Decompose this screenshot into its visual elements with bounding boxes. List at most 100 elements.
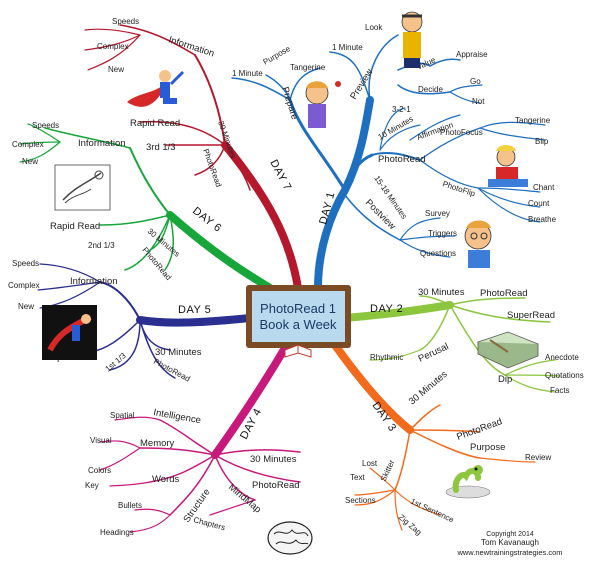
purpose-label: Purpose xyxy=(262,44,293,67)
d5-thirty-label: 30 Minutes xyxy=(155,347,202,358)
photoread-label: PhotoRead xyxy=(378,154,426,165)
memory-label: Memory xyxy=(140,438,175,449)
branch-day6 xyxy=(19,123,274,292)
first-sentence-label: 1st Sentence xyxy=(409,497,456,525)
count-label: Count xyxy=(528,199,550,208)
chapters-label: Chapters xyxy=(192,515,226,532)
intelligence-label: Intelligence xyxy=(152,407,201,426)
d7-complex-label: Complex xyxy=(97,42,129,51)
words-label: Words xyxy=(152,474,180,485)
branch-day1 xyxy=(231,34,546,292)
colors-label: Colors xyxy=(88,466,111,475)
branch-day2 xyxy=(341,295,561,393)
d7-speeds-label: Speeds xyxy=(112,17,139,26)
website-text: www.newtrainingstrategies.com xyxy=(456,548,562,557)
perusal-label: Perusal xyxy=(417,341,451,365)
tangerine-label: Tangerine xyxy=(290,63,326,72)
d7-third13-label: 3rd 1/3 xyxy=(146,142,176,153)
rhythmic-label: Rhythmic xyxy=(370,353,403,362)
d5-speeds-label: Speeds xyxy=(12,259,39,268)
photofocus-label: PhotoFocus xyxy=(440,128,483,137)
brain-icon xyxy=(267,521,313,555)
center-board: PhotoRead 1 Book a Week xyxy=(246,285,351,358)
d5-information-label: Information xyxy=(70,276,118,287)
superread-label: SuperRead xyxy=(507,310,555,321)
prepare-1min-label: 1 Minute xyxy=(232,69,263,78)
d3-thirty-label: 30 Minutes xyxy=(407,369,450,407)
d6-second13-label: 2nd 1/3 xyxy=(88,241,115,250)
facts-label: Facts xyxy=(550,386,570,395)
branch-day5 xyxy=(37,263,254,379)
headings-label: Headings xyxy=(100,528,134,537)
d6-rapid-read-label: Rapid Read xyxy=(50,221,100,232)
day7-label: DAY 7 xyxy=(267,158,293,193)
branch-day4 xyxy=(99,344,301,533)
flying-hero-icon xyxy=(54,164,111,211)
chant-label: Chant xyxy=(533,183,555,192)
books-icon xyxy=(476,331,540,369)
d6-information-label: Information xyxy=(78,138,126,149)
dip-label: Dip xyxy=(498,374,512,385)
board-panel xyxy=(252,291,345,342)
three21-label: 3-2-1 xyxy=(392,105,411,114)
blip-label: Blip xyxy=(535,137,549,146)
d4-thirty-label: 30 Minutes xyxy=(250,454,297,465)
d7-information-label: Information xyxy=(167,34,216,59)
day5-label: DAY 5 xyxy=(178,304,211,316)
d3-purpose-label: Purpose xyxy=(470,442,505,453)
thinking-man-icon xyxy=(305,81,341,128)
d5-complex-label: Complex xyxy=(8,281,40,290)
day4-labels: Intelligence Spatial Memory Visual Color… xyxy=(85,407,300,537)
d7-rapid-read-label: Rapid Read xyxy=(130,118,180,129)
day6-label: DAY 6 xyxy=(190,205,224,235)
d5-first13-label: 1st 1/3 xyxy=(104,351,129,374)
d3-photoread-label: PhotoRead xyxy=(455,416,503,443)
d5-new-label: New xyxy=(18,302,34,311)
lost-label: Lost xyxy=(362,459,378,468)
center-title-line1: PhotoRead 1 xyxy=(260,301,336,316)
skitter-label: Skitter xyxy=(379,458,397,483)
bookworm-icon xyxy=(445,465,491,499)
prepare-label: Prepare xyxy=(279,86,300,122)
visual-label: Visual xyxy=(90,436,112,445)
preview-1min-label: 1 Minute xyxy=(332,43,363,52)
d2-photoread-label: PhotoRead xyxy=(480,288,528,299)
look-label: Look xyxy=(365,23,383,32)
day2-label: DAY 2 xyxy=(370,303,403,315)
superhero-icon xyxy=(127,70,185,107)
d5-photoread-label: PhotoRead xyxy=(152,357,192,384)
d3-review-label: Review xyxy=(525,453,551,462)
branch-day7 xyxy=(84,24,302,292)
branch-day3 xyxy=(331,341,536,531)
book-icon xyxy=(284,344,312,358)
center-title-line2: Book a Week xyxy=(259,317,337,332)
go-label: Go xyxy=(470,77,481,86)
quotations-label: Quotations xyxy=(545,371,584,380)
decide-label: Decide xyxy=(418,85,443,94)
anecdote-label: Anecdote xyxy=(545,353,579,362)
copyright-text: Copyright 2014 xyxy=(486,531,534,538)
spatial-label: Spatial xyxy=(110,411,135,420)
key-label: Key xyxy=(85,481,99,490)
appraise-label: Appraise xyxy=(456,50,488,59)
d6-speeds-label: Speeds xyxy=(32,121,59,130)
pf-tangerine-label: Tangerine xyxy=(515,116,551,125)
sections-label: Sections xyxy=(345,496,376,505)
breathe-label: Breathe xyxy=(528,215,557,224)
d4-photoread-label: PhotoRead xyxy=(252,480,300,491)
d7-new-label: New xyxy=(108,65,124,74)
not-label: Not xyxy=(472,97,485,106)
questions-label: Questions xyxy=(420,249,456,258)
d6-complex-label: Complex xyxy=(12,140,44,149)
hero-dark-icon xyxy=(42,305,97,360)
survey-label: Survey xyxy=(425,209,450,218)
pondering-person-icon xyxy=(464,220,492,268)
bullets-label: Bullets xyxy=(118,501,142,510)
d7-photoread-label: PhotoRead xyxy=(201,148,223,189)
author-text: Tom Kavanaugh xyxy=(481,538,539,547)
d6-new-label: New xyxy=(22,157,38,166)
d2-thirty-label: 30 Minutes xyxy=(418,287,465,298)
reading-person-icon xyxy=(488,145,528,187)
